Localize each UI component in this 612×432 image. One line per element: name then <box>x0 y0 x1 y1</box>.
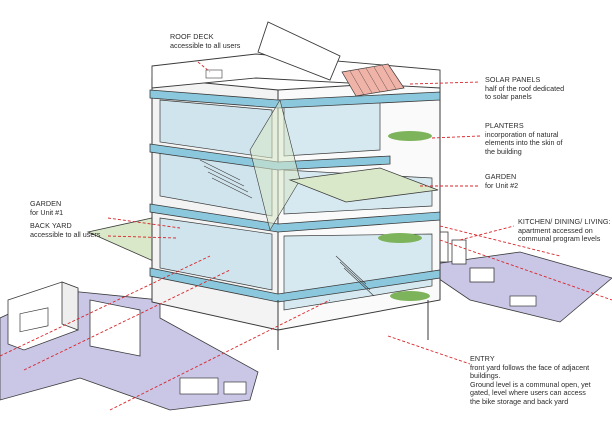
desc-line: to solar panels <box>485 92 532 102</box>
leader-lines <box>0 61 612 411</box>
plan-furniture <box>223 381 247 395</box>
label-garden-unit1: GARDEN for Unit #1 <box>30 199 140 218</box>
solar-panel-grid <box>349 64 397 96</box>
leader-back-yard <box>107 235 177 239</box>
planter-greenery <box>378 131 432 301</box>
label-garden2-desc: for Unit #2 <box>485 180 595 191</box>
label-garden1-title: GARDEN <box>30 199 62 208</box>
plan-bed-2 <box>179 377 219 395</box>
ground-floor-plan <box>0 281 259 411</box>
stair-run <box>199 159 375 297</box>
label-garden1-desc: for Unit #1 <box>30 207 140 218</box>
plan-bed <box>19 307 49 333</box>
label-planters: PLANTERS incorporation of natural elemen… <box>485 121 605 157</box>
kitchen-floor-plan <box>418 231 612 323</box>
label-kitchen: KITCHEN/ DINING/ LIVING: apartment acces… <box>518 217 612 244</box>
plan-wall-side <box>61 281 79 331</box>
label-garden-unit2: GARDEN for Unit #2 <box>485 172 595 191</box>
leader-planters <box>431 135 481 139</box>
building-mass <box>149 21 441 350</box>
label-roof-deck-desc: accessible to all users <box>170 40 280 51</box>
label-entry-title: ENTRY <box>470 354 495 363</box>
leader-kitchen <box>459 225 515 241</box>
desc-line: accessible to all users <box>30 229 101 239</box>
kitchen-cabinet-2 <box>451 239 467 265</box>
leader-roof-deck <box>197 61 211 73</box>
label-kitchen-title: KITCHEN/ DINING/ LIVING: <box>518 217 611 226</box>
desc-line: half of the roof dedicated <box>485 83 565 93</box>
label-kitchen-desc: apartment accessed on communal program l… <box>518 225 612 244</box>
desc-line: elements into the skin of <box>485 138 563 148</box>
desc-line: Ground level is a communal open, yet <box>470 379 591 389</box>
desc-line: accessible to all users <box>170 40 241 50</box>
label-planters-title: PLANTERS <box>485 121 524 130</box>
label-solar-panels: SOLAR PANELS half of the roof dedicated … <box>485 75 605 102</box>
label-back-yard-desc: accessible to all users <box>30 229 140 240</box>
desc-line: for Unit #2 <box>485 180 519 190</box>
desc-line: apartment accessed on <box>518 225 593 235</box>
label-entry-desc: front yard follows the face of adjacent … <box>470 362 610 407</box>
desc-line: incorporation of natural <box>485 129 559 139</box>
garden-plane-unit2 <box>288 167 439 203</box>
kitchen-island <box>509 295 537 307</box>
label-roof-deck-title: ROOF DECK <box>170 32 214 41</box>
floor-band-1 <box>149 267 441 303</box>
desc-line: front yard follows the face of adjacent <box>470 362 590 372</box>
label-garden2-title: GARDEN <box>485 172 517 181</box>
desc-line: communal program levels <box>518 234 601 244</box>
desc-line: the building <box>485 146 522 156</box>
label-back-yard-title: BACK YARD <box>30 221 72 230</box>
desc-line: buildings. <box>470 371 501 381</box>
label-solar-desc: half of the roof dedicated to solar pane… <box>485 83 605 102</box>
glazing-l1 <box>159 217 273 291</box>
desc-line: gated, level where users can access <box>470 388 586 398</box>
leader-solar <box>409 81 481 85</box>
leader-garden1 <box>107 217 181 229</box>
floor-band-roof <box>149 89 441 109</box>
plan-room <box>89 299 141 357</box>
label-roof-deck: ROOF DECK accessible to all users <box>170 32 280 51</box>
desc-line: for Unit #1 <box>30 207 64 217</box>
label-back-yard: BACK YARD accessible to all users <box>30 221 140 240</box>
label-solar-title: SOLAR PANELS <box>485 75 541 84</box>
label-planters-desc: incorporation of natural elements into t… <box>485 129 605 157</box>
kitchen-plane <box>418 251 612 323</box>
roof-stair-enclosure <box>257 21 341 81</box>
desc-line: the bike storage and back yard <box>470 396 569 406</box>
floor-band-2 <box>149 203 441 233</box>
kitchen-table <box>469 267 495 283</box>
leader-entry <box>387 335 471 365</box>
roof-deck-furniture <box>205 69 223 79</box>
label-entry: ENTRY front yard follows the face of adj… <box>470 354 610 407</box>
